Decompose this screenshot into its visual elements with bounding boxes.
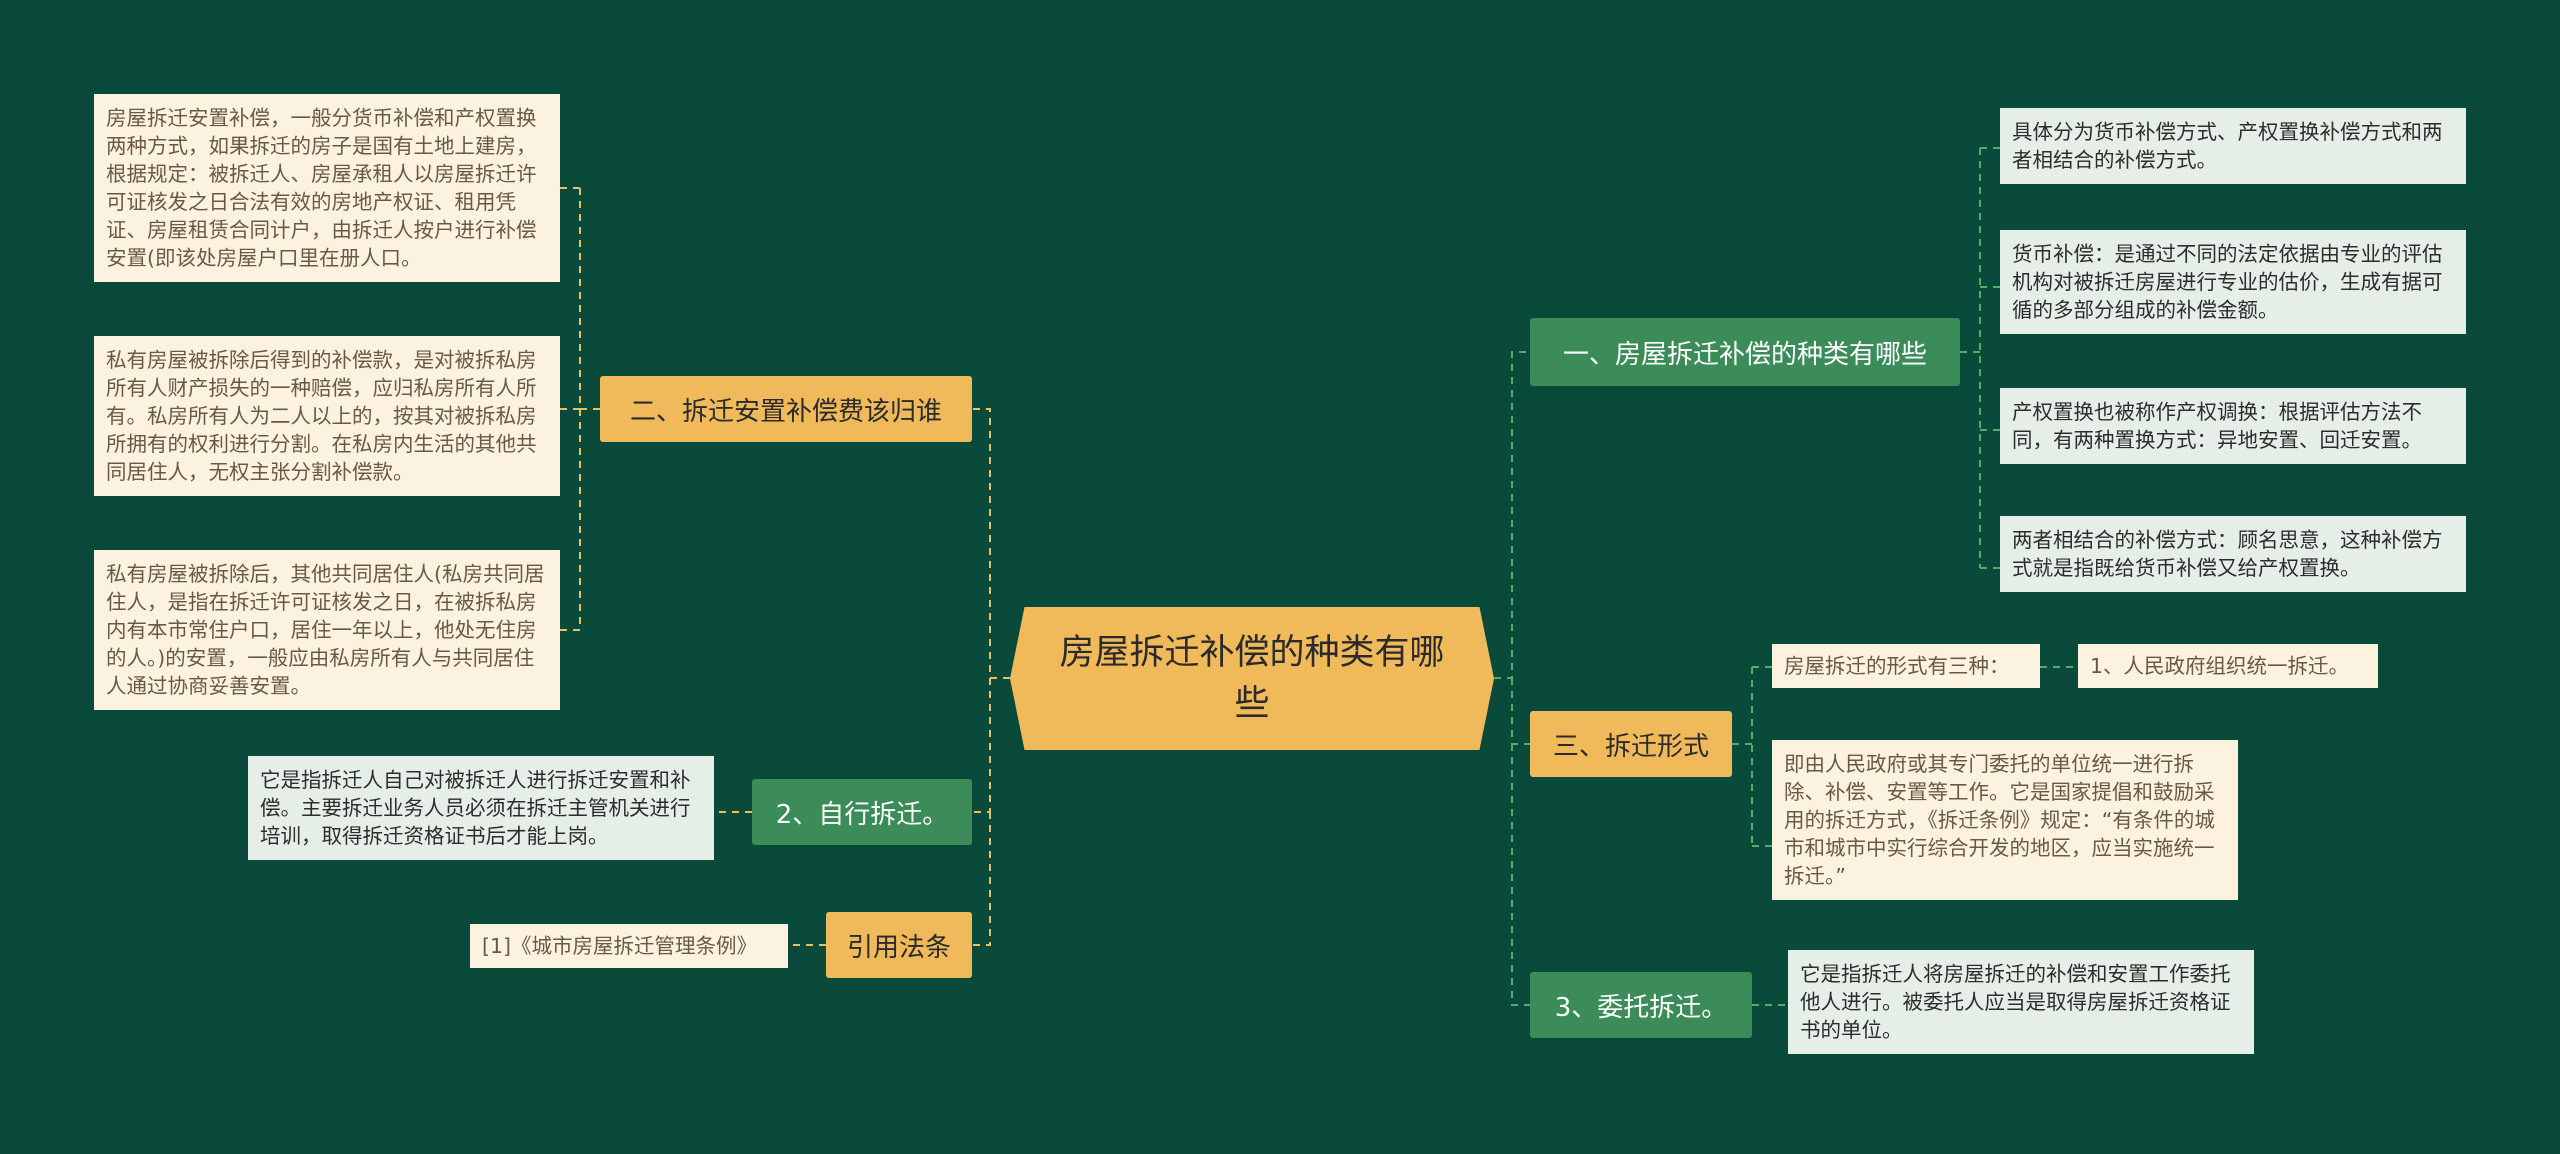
leaf-combined-compensation[interactable]: 两者相结合的补偿方式：顾名思意，这种补偿方式就是指既给货币补偿又给产权置换。 [2000, 516, 2466, 592]
connector-root-ownership [972, 408, 1010, 679]
branch-cited-law[interactable]: 引用法条 [826, 912, 972, 978]
leaf-forms-item1[interactable]: 1、人民政府组织统一拆迁。 [2078, 644, 2378, 688]
connector-root-entrusted [1511, 744, 1530, 1006]
leaf-types-overview-text: 具体分为货币补偿方式、产权置换补偿方式和两者相结合的补偿方式。 [2012, 120, 2443, 172]
leaf-cited-law-detail-text: [1]《城市房屋拆迁管理条例》 [482, 934, 758, 958]
leaf-forms-intro-text: 房屋拆迁的形式有三种： [1784, 654, 2010, 678]
branch-self-demolition[interactable]: 2、自行拆迁。 [752, 779, 972, 845]
leaf-unified-demolition-text: 即由人民政府或其专门委托的单位统一进行拆除、补偿、安置等工作。它是国家提倡和鼓励… [1784, 752, 2215, 888]
branch-demolition-forms[interactable]: 三、拆迁形式 [1530, 711, 1732, 777]
leaf-property-exchange[interactable]: 产权置换也被称作产权调换：根据评估方法不同，有两种置换方式：异地安置、回迁安置。 [2000, 388, 2466, 464]
connector-ownership-children [560, 187, 600, 631]
leaf-private-house-payment[interactable]: 私有房屋被拆除后得到的补偿款，是对被拆私房所有人财产损失的一种赔偿，应归私房所有… [94, 336, 560, 496]
branch-entrusted-demolition[interactable]: 3、委托拆迁。 [1530, 972, 1752, 1038]
leaf-types-overview[interactable]: 具体分为货币补偿方式、产权置换补偿方式和两者相结合的补偿方式。 [2000, 108, 2466, 184]
branch-compensation-types-label: 一、房屋拆迁补偿的种类有哪些 [1562, 339, 1927, 370]
branch-compensation-types[interactable]: 一、房屋拆迁补偿的种类有哪些 [1530, 318, 1960, 386]
leaf-monetary-compensation[interactable]: 货币补偿：是通过不同的法定依据由专业的评估机构对被拆迁房屋进行专业的估价，生成有… [2000, 230, 2466, 334]
connector-root-forms [1511, 678, 1530, 745]
branch-compensation-ownership-label: 二、拆迁安置补偿费该归谁 [629, 396, 942, 427]
leaf-co-resident-placement-text: 私有房屋被拆除后，其他共同居住人(私房共同居住人，是指在拆迁许可证核发之日，在被… [106, 562, 545, 698]
leaf-unified-demolition[interactable]: 即由人民政府或其专门委托的单位统一进行拆除、补偿、安置等工作。它是国家提倡和鼓励… [1772, 740, 2238, 900]
leaf-self-demolition-detail[interactable]: 它是指拆迁人自己对被拆迁人进行拆迁安置和补偿。主要拆迁业务人员必须在拆迁主管机关… [248, 756, 714, 860]
leaf-monetary-compensation-text: 货币补偿：是通过不同的法定依据由专业的评估机构对被拆迁房屋进行专业的估价，生成有… [2012, 242, 2443, 322]
leaf-forms-item1-text: 1、人民政府组织统一拆迁。 [2090, 654, 2350, 678]
connector-root-self [972, 678, 991, 813]
leaf-resettlement-compensation[interactable]: 房屋拆迁安置补偿，一般分货币补偿和产权置换两种方式，如果拆迁的房子是国有土地上建… [94, 94, 560, 282]
leaf-forms-intro[interactable]: 房屋拆迁的形式有三种： [1772, 644, 2040, 688]
branch-cited-law-label: 引用法条 [846, 932, 951, 963]
leaf-combined-compensation-text: 两者相结合的补偿方式：顾名思意，这种补偿方式就是指既给货币补偿又给产权置换。 [2012, 528, 2443, 580]
leaf-co-resident-placement[interactable]: 私有房屋被拆除后，其他共同居住人(私房共同居住人，是指在拆迁许可证核发之日，在被… [94, 550, 560, 710]
branch-entrusted-demolition-label: 3、委托拆迁。 [1554, 992, 1728, 1023]
leaf-entrusted-detail[interactable]: 它是指拆迁人将房屋拆迁的补偿和安置工作委托他人进行。被委托人应当是取得房屋拆迁资… [1788, 950, 2254, 1054]
branch-self-demolition-label: 2、自行拆迁。 [775, 799, 949, 830]
leaf-private-house-payment-text: 私有房屋被拆除后得到的补偿款，是对被拆私房所有人财产损失的一种赔偿，应归私房所有… [106, 348, 537, 484]
connector-forms-children [1732, 666, 1772, 847]
branch-demolition-forms-label: 三、拆迁形式 [1552, 731, 1709, 762]
leaf-self-demolition-detail-text: 它是指拆迁人自己对被拆迁人进行拆迁安置和补偿。主要拆迁业务人员必须在拆迁主管机关… [260, 768, 691, 848]
connector-types-children [1960, 147, 2000, 569]
connector-root-types [1494, 351, 1530, 679]
leaf-entrusted-detail-text: 它是指拆迁人将房屋拆迁的补偿和安置工作委托他人进行。被委托人应当是取得房屋拆迁资… [1800, 962, 2231, 1042]
leaf-property-exchange-text: 产权置换也被称作产权调换：根据评估方法不同，有两种置换方式：异地安置、回迁安置。 [2012, 400, 2422, 452]
root-topic-label: 房屋拆迁补偿的种类有哪些 [1059, 632, 1445, 724]
connector-root-law [972, 812, 991, 946]
branch-compensation-ownership[interactable]: 二、拆迁安置补偿费该归谁 [600, 376, 972, 442]
leaf-resettlement-compensation-text: 房屋拆迁安置补偿，一般分货币补偿和产权置换两种方式，如果拆迁的房子是国有土地上建… [106, 106, 537, 270]
root-topic[interactable]: 房屋拆迁补偿的种类有哪些 [1010, 607, 1494, 750]
leaf-cited-law-detail[interactable]: [1]《城市房屋拆迁管理条例》 [470, 924, 788, 968]
